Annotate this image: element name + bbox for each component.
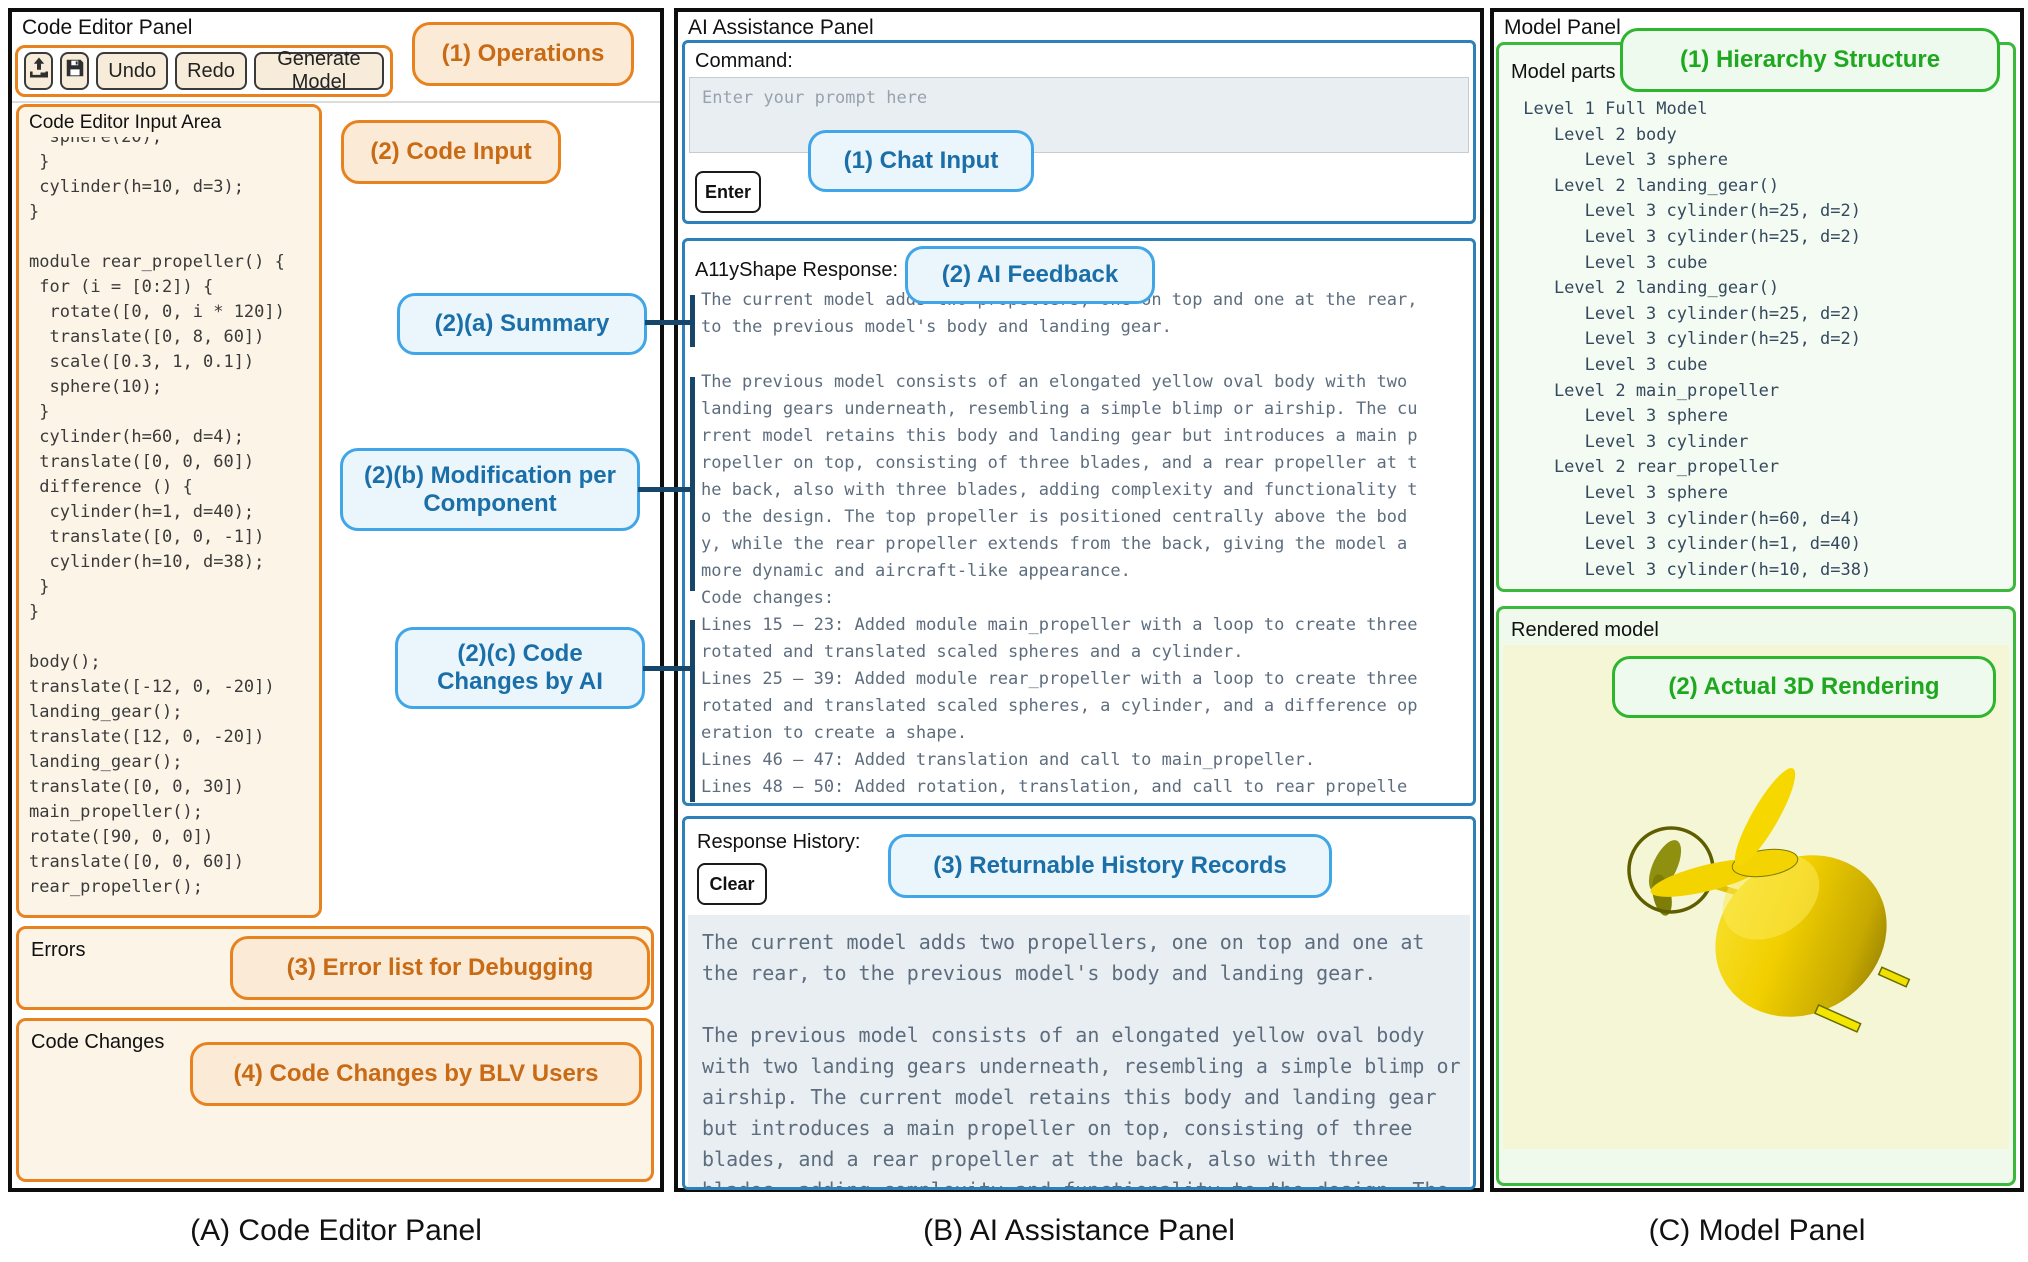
- render-viewport[interactable]: [1503, 645, 2009, 1149]
- response-label: A11yShape Response:: [695, 259, 899, 281]
- code-changes-label: Code Changes: [31, 1031, 165, 1053]
- annotation-modification: (2)(b) Modification per Component: [340, 448, 640, 531]
- toolbar-divider: [12, 101, 660, 103]
- prompt-input[interactable]: [689, 77, 1469, 153]
- enter-button[interactable]: Enter: [695, 171, 761, 213]
- right-skid: [1877, 966, 1911, 988]
- response-modification-text: The previous model consists of an elonga…: [701, 372, 1418, 581]
- errors-label: Errors: [31, 939, 86, 961]
- caption-editor-panel: (A) Code Editor Panel: [190, 1214, 482, 1247]
- annotation-code-input: (2) Code Input: [341, 120, 561, 184]
- clear-button[interactable]: Clear: [697, 863, 767, 905]
- redo-button[interactable]: Redo: [175, 52, 247, 90]
- top-blade-up: [1734, 768, 1796, 866]
- modification-marker-bar: [690, 377, 695, 591]
- command-label: Command:: [695, 50, 793, 72]
- editor-toolbar: Undo Redo Generate Model: [15, 45, 393, 97]
- save-icon: [64, 57, 86, 85]
- response-code-changes-heading: Code changes:: [701, 588, 835, 608]
- response-summary-text: The current model adds two propellers, o…: [701, 290, 1418, 337]
- history-text: The current model adds two propellers, o…: [702, 930, 1461, 1187]
- history-content[interactable]: The current model adds two propellers, o…: [688, 915, 1470, 1187]
- rendered-model-label: Rendered model: [1511, 619, 1659, 641]
- history-label: Response History:: [697, 831, 861, 853]
- code-changes-connector-line: [643, 666, 693, 671]
- annotation-chat-input: (1) Chat Input: [808, 130, 1034, 192]
- annotation-error-list: (3) Error list for Debugging: [230, 936, 650, 1000]
- code-area-label: Code Editor Input Area: [29, 112, 222, 133]
- hierarchy-tree[interactable]: Level 1 Full Model Level 2 body Level 3 …: [1523, 99, 1872, 580]
- upload-button[interactable]: [24, 52, 54, 90]
- code-changes-marker-bar: [690, 620, 695, 802]
- annotation-blv-changes: (4) Code Changes by BLV Users: [190, 1042, 642, 1106]
- model-body: [1715, 855, 1887, 1017]
- code-editor-panel-title: Code Editor Panel: [22, 16, 193, 39]
- generate-model-button[interactable]: Generate Model: [253, 48, 384, 93]
- code-label-backdrop: [19, 107, 319, 137]
- upload-icon: [27, 56, 51, 86]
- a11yshape-response-section: A11yShape Response: The current model ad…: [682, 238, 1476, 806]
- response-history-section: Response History: Clear The current mode…: [682, 816, 1476, 1190]
- model-parts-label: Model parts: [1511, 61, 1616, 83]
- annotation-3d-rendering: (2) Actual 3D Rendering: [1612, 656, 1996, 718]
- response-code-changes-text: Lines 15 – 23: Added module main_propell…: [701, 615, 1418, 797]
- summary-connector-line: [645, 320, 693, 325]
- modification-connector-line: [638, 487, 693, 492]
- code-input-area[interactable]: sphere(20); } cylinder(h=10, d=3); } mod…: [16, 104, 322, 918]
- bottom-skid: [1813, 1004, 1862, 1033]
- code-text: sphere(20); } cylinder(h=10, d=3); } mod…: [29, 127, 285, 897]
- annotation-hierarchy-structure: (1) Hierarchy Structure: [1620, 28, 2000, 92]
- caption-model-panel: (C) Model Panel: [1648, 1214, 1866, 1247]
- caption-ai-panel: (B) AI Assistance Panel: [923, 1214, 1235, 1247]
- model-panel-title: Model Panel: [1504, 16, 1621, 39]
- annotation-code-changes-ai: (2)(c) Code Changes by AI: [395, 627, 645, 709]
- annotation-operations: (1) Operations: [412, 22, 634, 86]
- helicopter-3d-render: [1627, 768, 1911, 1033]
- undo-button[interactable]: Undo: [96, 52, 169, 90]
- annotation-ai-feedback: (2) AI Feedback: [905, 246, 1155, 304]
- save-button[interactable]: [60, 52, 90, 90]
- model-parts-section: Model parts Level 1 Full Model Level 2 b…: [1496, 42, 2016, 592]
- annotation-summary: (2)(a) Summary: [397, 293, 647, 355]
- ai-panel-title: AI Assistance Panel: [688, 16, 874, 39]
- command-section: Command: Enter: [682, 40, 1476, 224]
- annotation-history-records: (3) Returnable History Records: [888, 834, 1332, 898]
